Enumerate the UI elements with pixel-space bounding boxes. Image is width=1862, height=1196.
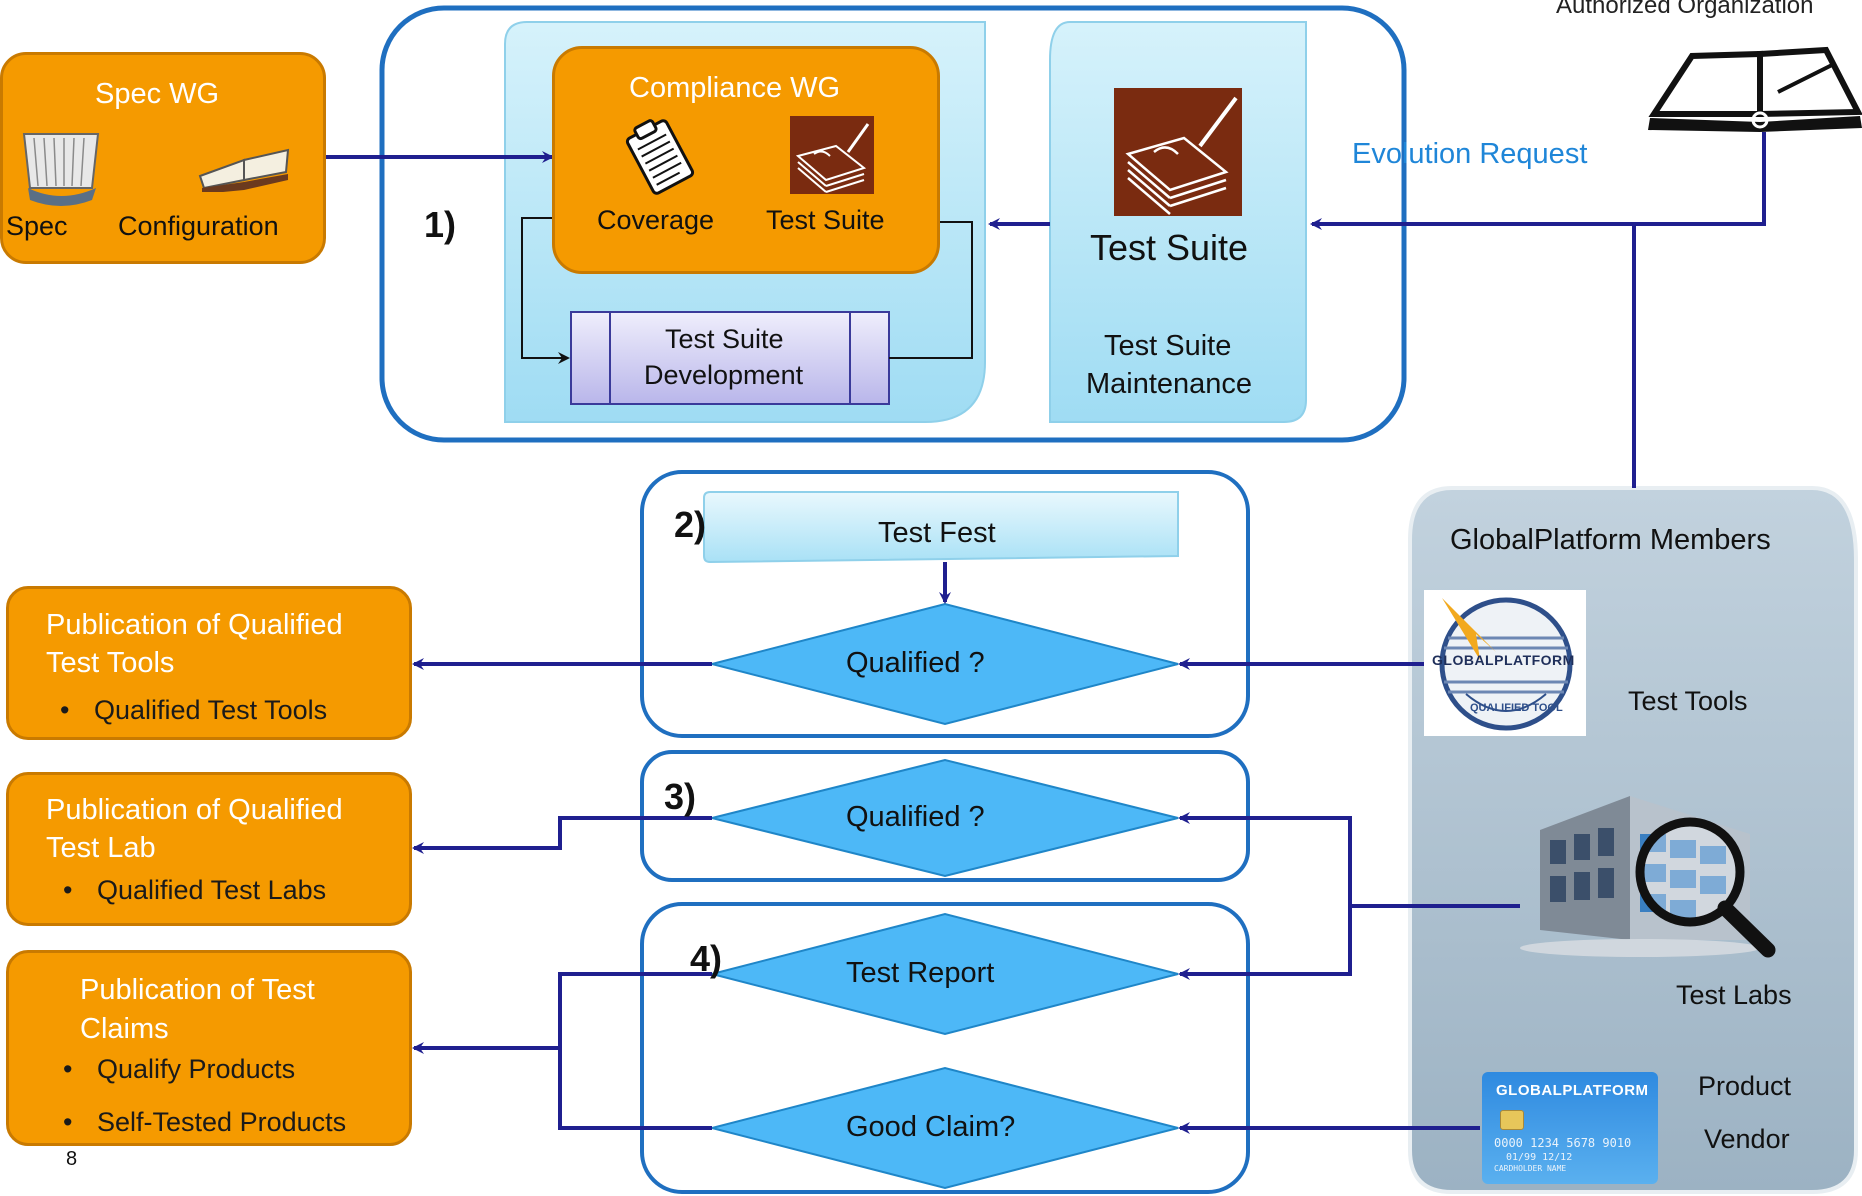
pub-tools-line2: Test Tools: [46, 647, 175, 679]
dev-line2: Development: [644, 360, 804, 390]
test-labs-label: Test Labs: [1676, 980, 1792, 1010]
test-suite-large-icon: [1114, 88, 1242, 216]
pub-labs-line1: Publication of Qualified: [46, 794, 343, 826]
qualified-tool-logo-text: GLOBALPLATFORM: [1432, 652, 1575, 668]
test-suite-big-label: Test Suite: [1090, 227, 1249, 268]
configuration-book-icon: [198, 148, 290, 192]
dev-line1: Test Suite: [665, 324, 784, 354]
card-details: 01/99 12/12: [1506, 1152, 1573, 1163]
spec-book-icon: [22, 133, 100, 206]
product-label: Product: [1698, 1071, 1792, 1101]
pub-claims-bullet1: Qualify Products: [63, 1054, 295, 1085]
vendor-label: Vendor: [1704, 1124, 1790, 1154]
test-suite-small-label: Test Suite: [766, 205, 885, 235]
test-report-label: Test Report: [846, 957, 995, 989]
card-chip-icon: [1500, 1110, 1524, 1130]
step2-label: 2): [674, 504, 707, 545]
page-number: 8: [66, 1148, 78, 1170]
compliance-wg-box: [552, 46, 940, 274]
test-suite-small-icon: [790, 116, 874, 194]
evolution-request-label: Evolution Request: [1352, 138, 1588, 170]
product-card: GLOBALPLATFORM 0000 1234 5678 9010 01/99…: [1482, 1072, 1658, 1184]
step1-label: 1): [424, 204, 457, 245]
open-book-icon: [1648, 46, 1862, 132]
spec-label: Spec: [6, 211, 68, 241]
loop-coverage-dev: [521, 217, 574, 364]
card-brand: GLOBALPLATFORM: [1496, 1082, 1649, 1099]
spec-wg-title: Spec WG: [95, 78, 220, 110]
qualified-tool-seal-icon: [1439, 597, 1573, 731]
pub-claims-bullet2: Self-Tested Products: [63, 1107, 346, 1138]
qualified-tool-logo: GLOBALPLATFORM QUALIFIED TOOL: [1424, 590, 1586, 736]
pub-tools-line1: Publication of Qualified: [46, 609, 343, 641]
connector-report-claims: [558, 972, 712, 1130]
qualified-2-label: Qualified ?: [846, 647, 985, 679]
qualified-tool-logo-subtext: QUALIFIED TOOL: [1470, 702, 1563, 714]
configuration-label: Configuration: [118, 211, 279, 241]
authorized-org-label: Authorized Organization: [1556, 0, 1814, 19]
pub-tools-bullet: Qualified Test Tools: [60, 695, 327, 726]
connector-qualified-publabs: [412, 816, 712, 854]
test-fest-box: [703, 491, 1179, 564]
test-tools-label: Test Tools: [1628, 686, 1748, 716]
test-lab-building-icon: [1520, 796, 1776, 958]
maint-line1: Test Suite: [1104, 330, 1232, 362]
loop-dev-testsuite: [889, 216, 973, 359]
qualified-3-label: Qualified ?: [846, 801, 985, 833]
step4-label: 4): [690, 938, 723, 979]
pub-labs-line2: Test Lab: [46, 832, 156, 864]
members-title: GlobalPlatform Members: [1450, 524, 1771, 556]
good-claim-label: Good Claim?: [846, 1111, 1016, 1143]
card-number: 0000 1234 5678 9010: [1494, 1136, 1632, 1150]
pub-claims-line1: Publication of Test: [80, 974, 315, 1006]
step3-label: 3): [664, 776, 697, 817]
test-fest-label: Test Fest: [878, 517, 996, 549]
coverage-label: Coverage: [597, 205, 715, 235]
compliance-wg-title: Compliance WG: [629, 72, 841, 104]
dev-box: [570, 311, 890, 405]
clipboard-icon: [625, 119, 695, 195]
pub-claims-line2: Claims: [80, 1013, 169, 1045]
maint-line2: Maintenance: [1086, 368, 1253, 400]
card-holder: CARDHOLDER NAME: [1494, 1164, 1567, 1173]
connector-evolution: [1310, 132, 1766, 230]
pub-labs-bullet: Qualified Test Labs: [63, 875, 326, 906]
